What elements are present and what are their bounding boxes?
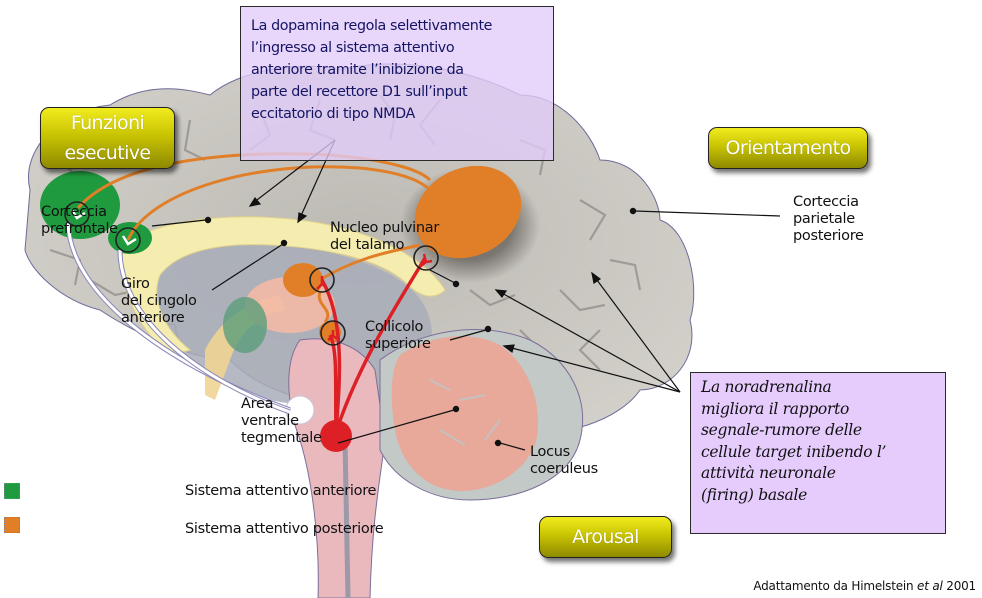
legend-swatch-anterior: [4, 483, 20, 499]
dopamine-callout: La dopamina regola selettivamente l’ingr…: [240, 6, 554, 161]
credit-prefix: Adattamento da Himelstein: [753, 579, 918, 593]
arousal-badge: Arousal: [539, 516, 672, 558]
white-pathway-2-inner: [118, 249, 291, 414]
synapse-markers: [64, 201, 439, 346]
legend-label-posterior: Sistema attentivo posteriore: [185, 521, 384, 537]
vta-nucleus: [320, 420, 352, 452]
source-credit: Adattamento da Himelstein et al 2001: [753, 579, 976, 593]
label-prefrontal-cortex: Corteccia prefrontale: [41, 204, 118, 237]
orange-pathway-3: [319, 243, 421, 282]
orienting-badge: Orientamento: [708, 127, 868, 169]
spinal-canal: [342, 439, 351, 598]
orange-pathway-2: [126, 165, 432, 241]
leader-lines: [151, 207, 781, 451]
dopamine-pathways: [320, 257, 427, 433]
cerebellum-folia: [429, 379, 501, 446]
cortex-gyri: [49, 94, 642, 376]
credit-suffix: 2001: [942, 579, 976, 593]
label-posterior-parietal: Corteccia parietale posteriore: [793, 194, 864, 244]
label-superior-colliculus: Collicolo superiore: [365, 319, 431, 352]
pulvinar-colliculus-link: [317, 291, 330, 323]
credit-italic: et al: [917, 579, 943, 593]
synapse-glyphs: [316, 253, 433, 341]
synapse-glyphs-anterior: [70, 209, 137, 246]
legend-label-anterior: Sistema attentivo anteriore: [185, 483, 377, 499]
dopamine-callout-text: La dopamina regola selettivamente l’ingr…: [251, 18, 493, 122]
posterior-parietal-region: [414, 165, 522, 259]
legend-swatch-posterior: [4, 517, 20, 533]
label-locus-coeruleus: Locus coeruleus: [530, 444, 598, 477]
hypothalamus-nucleus: [223, 297, 267, 353]
noradrenaline-callout: La noradrenalina migliora il rapporto se…: [690, 372, 946, 534]
pulvinar-region: [283, 263, 323, 297]
label-pulvinar: Nucleo pulvinar del talamo: [330, 220, 440, 253]
noradrenaline-callout-text: La noradrenalina migliora il rapporto se…: [701, 378, 887, 504]
cerebellum: [391, 336, 539, 491]
label-anterior-cingulate: Giro del cingolo anteriore: [121, 276, 197, 326]
executive-functions-badge: Funzioni esecutive: [40, 107, 175, 169]
label-vta: Area ventrale tegmentale: [241, 396, 322, 446]
callout-arrows: [248, 139, 681, 393]
